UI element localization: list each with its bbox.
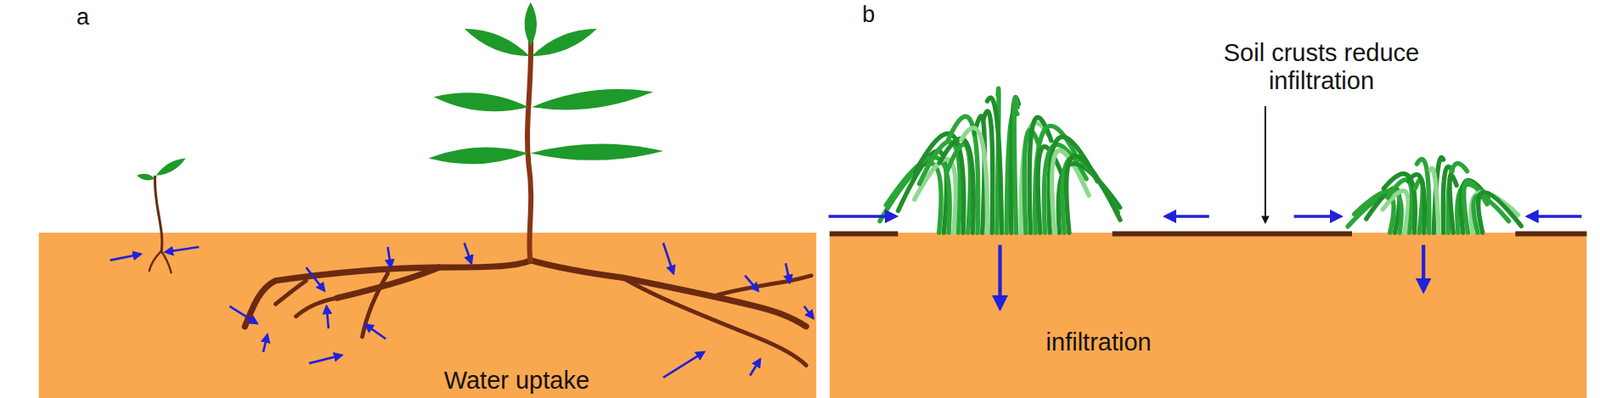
grass-blade <box>1383 174 1415 233</box>
panel-letter-text: b <box>861 1 875 28</box>
water-arrow <box>110 253 141 260</box>
water-arrow <box>744 276 759 292</box>
root <box>714 276 812 297</box>
panel-letter: a <box>76 4 90 31</box>
root <box>622 277 806 366</box>
water-arrow <box>663 352 705 378</box>
process-label: Water uptake <box>444 366 590 395</box>
water-arrow <box>229 306 257 324</box>
grass-blade <box>983 111 993 233</box>
water-arrow <box>326 306 328 329</box>
water-arrow <box>165 247 200 253</box>
leaf <box>156 157 186 175</box>
panel-letter: b <box>861 1 875 29</box>
root <box>362 273 389 338</box>
process-label-text: Water uptake <box>444 366 590 395</box>
grass <box>879 88 1522 233</box>
callout-label-text: Soil crusts reduce infiltration <box>1223 39 1420 95</box>
leaf <box>464 28 530 57</box>
uptake-arrows <box>110 242 814 378</box>
grass-blade <box>961 128 987 234</box>
plant <box>136 1 812 366</box>
water-arrow <box>464 242 472 264</box>
grass-blade <box>1478 192 1522 234</box>
runoff-arrows <box>828 216 1583 309</box>
grass-blade <box>986 97 1002 233</box>
water-arrow <box>749 359 761 376</box>
water-arrow <box>309 354 342 364</box>
water-arrow <box>305 267 325 292</box>
water-arrow <box>365 324 386 339</box>
root <box>295 298 337 317</box>
water-arrow <box>1294 214 1341 219</box>
water-arrow <box>997 245 1002 310</box>
root <box>275 281 306 305</box>
root <box>530 260 806 327</box>
grass-blade <box>939 139 974 234</box>
grass-blade <box>1416 159 1429 234</box>
water-arrow <box>388 247 392 268</box>
panel-letter-text: a <box>76 4 90 30</box>
stem <box>527 30 531 264</box>
leaf <box>428 147 530 165</box>
water-arrow <box>785 263 790 283</box>
seedling-root <box>148 251 171 274</box>
soil <box>829 232 1588 398</box>
grass-blade <box>1387 180 1412 233</box>
water-arrow <box>1421 245 1426 292</box>
leaf <box>531 28 598 57</box>
soil <box>39 232 817 398</box>
leaf <box>531 89 654 110</box>
grass-blade <box>946 144 971 233</box>
soil-crust <box>829 230 1588 237</box>
process-label: infiltration <box>1046 328 1152 357</box>
leaf <box>524 1 537 46</box>
grass-blade <box>1408 174 1425 234</box>
water-arrow <box>263 334 268 352</box>
root <box>244 260 530 327</box>
callout-label: Soil crusts reduce infiltration <box>1172 39 1471 96</box>
water-arrow <box>1527 214 1583 219</box>
leader-arrow <box>1264 106 1267 223</box>
grass-blade <box>1014 96 1018 233</box>
water-arrow <box>804 306 814 319</box>
water-arrow <box>663 242 674 274</box>
grass-blade <box>1011 97 1020 233</box>
water-arrow <box>828 214 896 219</box>
leaf <box>136 174 156 181</box>
seedling-stem <box>154 175 162 254</box>
water-arrow <box>1165 214 1210 219</box>
leaf <box>433 92 530 112</box>
process-label-text: infiltration <box>1046 328 1152 356</box>
leaf <box>530 144 664 161</box>
grass-blade <box>1430 168 1439 233</box>
grass-blade <box>1066 156 1121 234</box>
grass-blade <box>1048 136 1098 233</box>
